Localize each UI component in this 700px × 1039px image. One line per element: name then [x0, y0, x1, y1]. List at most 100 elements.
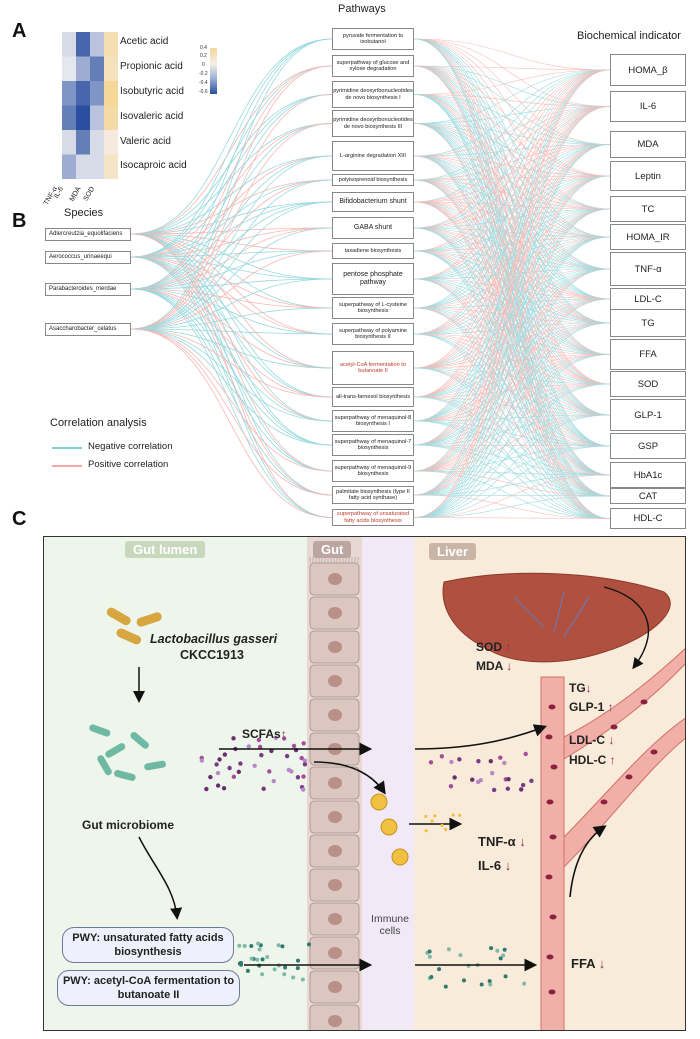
pathway-indicator-link [413, 236, 611, 335]
heatmap-cell [104, 32, 118, 57]
pathway-indicator-link [413, 420, 611, 519]
pathway-indicator-link [413, 354, 611, 518]
species-pathway-link [130, 288, 333, 335]
pathway-indicator-link [413, 278, 611, 519]
pathway-box: superpathway of L-cysteine biosynthesis [332, 297, 414, 319]
species-pathway-link [130, 328, 333, 422]
pathway-indicator-link [413, 307, 611, 497]
pathway-indicator-link [413, 298, 611, 422]
pathway-indicator-link [413, 268, 611, 496]
heatmap-row-propionic: Propionic acid [120, 61, 183, 72]
species-box: Asaccharobacter_celatus [45, 323, 131, 336]
pathway-indicator-link [413, 69, 611, 203]
species-pathway-link [130, 179, 333, 258]
pathway-indicator-link [413, 65, 611, 210]
heatmap-cell [76, 130, 90, 155]
pathway-indicator-link [413, 333, 611, 476]
pathway-indicator-link [413, 354, 611, 496]
pathway-indicator-link [413, 201, 611, 324]
pathway-indicator-link [413, 144, 611, 181]
heatmap-cell [76, 32, 90, 57]
pathway-indicator-link [413, 354, 611, 422]
pathway-indicator-link [413, 474, 611, 496]
species-pathway-link [130, 288, 333, 496]
pathway-indicator-link [413, 208, 611, 422]
tnfa-label: TNF-α ↓ [478, 834, 526, 849]
species-pathway-link [130, 256, 333, 496]
heatmap-row-isobutyric: Isobutyric acid [120, 86, 184, 97]
pathway-indicator-link [413, 367, 611, 416]
pathway-indicator-link [413, 227, 611, 270]
pathway-indicator-link [413, 470, 611, 519]
pathway-indicator-link [413, 69, 611, 472]
pathway-indicator-link [413, 65, 611, 416]
pathway-indicator-link [413, 106, 611, 398]
pathway-indicator-link [413, 69, 611, 496]
correlation-links [130, 38, 611, 519]
species-pathway-link [130, 227, 333, 235]
colorbar-tick: 0 [202, 62, 205, 68]
species-pathway-link [130, 38, 333, 235]
legend-pos-label: Positive correlation [88, 459, 169, 470]
pathway-indicator-link [413, 268, 611, 422]
pathway-indicator-link [413, 123, 611, 385]
heatmap-row-valeric: Valeric acid [120, 136, 171, 147]
strain-name: CKCC1913 [180, 648, 244, 662]
species-pathway-link [130, 179, 333, 330]
species-pathway-link [130, 256, 333, 398]
species-box: Adlercreutzia_equolifaciens [45, 228, 131, 241]
pathway-indicator-link [413, 322, 611, 496]
gut-title: Gut [313, 541, 352, 558]
pathway-indicator-link [413, 383, 611, 472]
pathway-indicator-link [413, 69, 611, 95]
pathway-indicator-link [413, 65, 611, 497]
pathway-indicator-link [413, 69, 611, 229]
pathway-indicator-link [413, 445, 611, 518]
species-header: Species [64, 207, 104, 219]
legend-neg-line [52, 447, 82, 449]
heatmap-cell [90, 56, 104, 81]
heatmap-cell [62, 154, 76, 179]
up-arrow-icon: ↑ [280, 727, 287, 741]
pathway-indicator-link [413, 322, 611, 446]
pathway-indicator-link [413, 227, 611, 447]
pathway-indicator-link [413, 144, 611, 252]
species-pathway-link [130, 155, 333, 330]
species-pathway-link [130, 155, 333, 290]
pathway-indicator-link [413, 236, 611, 496]
pathway-indicator-link [413, 354, 611, 398]
pathway-indicator-link [413, 94, 611, 145]
heatmap-cell [104, 105, 118, 130]
pathway-indicator-link [413, 123, 611, 238]
species-pathway-link [130, 227, 333, 290]
pathway-indicator-link [413, 208, 611, 398]
mechanism-graphics [89, 557, 685, 1030]
species-pathway-link [130, 328, 333, 335]
pathway-indicator-link [413, 333, 611, 385]
heatmap-cell [90, 81, 104, 106]
pathway-box: Bifidobacterium shunt [332, 192, 414, 212]
immune-region [362, 537, 414, 1030]
species-pathway-link [130, 201, 333, 330]
heatmap-cell [62, 56, 76, 81]
species-pathway-link [130, 328, 333, 496]
species-pathway-link [130, 288, 333, 369]
species-pathway-link [130, 256, 333, 369]
up-arrow-icon: ↑ [607, 700, 614, 714]
pathway-indicator-link [413, 106, 611, 369]
pathway-indicator-link [413, 144, 611, 203]
pathway-indicator-link [413, 268, 611, 472]
pathway-indicator-link [413, 69, 611, 309]
sod-text: SOD [476, 640, 503, 654]
heatmap-cell [104, 56, 118, 81]
pathway-indicator-link [413, 420, 611, 476]
pathway-indicator-link [413, 298, 611, 398]
mechanism-diagram [43, 536, 686, 1031]
pathway-indicator-link [413, 94, 611, 107]
pathway-indicator-link [413, 208, 611, 280]
pathway-indicator-link [413, 106, 611, 309]
pathway-indicator-link [413, 94, 611, 210]
pathway-indicator-link [413, 155, 611, 238]
down-arrow-icon: ↓ [585, 681, 592, 695]
pathway-indicator-link [413, 179, 611, 416]
